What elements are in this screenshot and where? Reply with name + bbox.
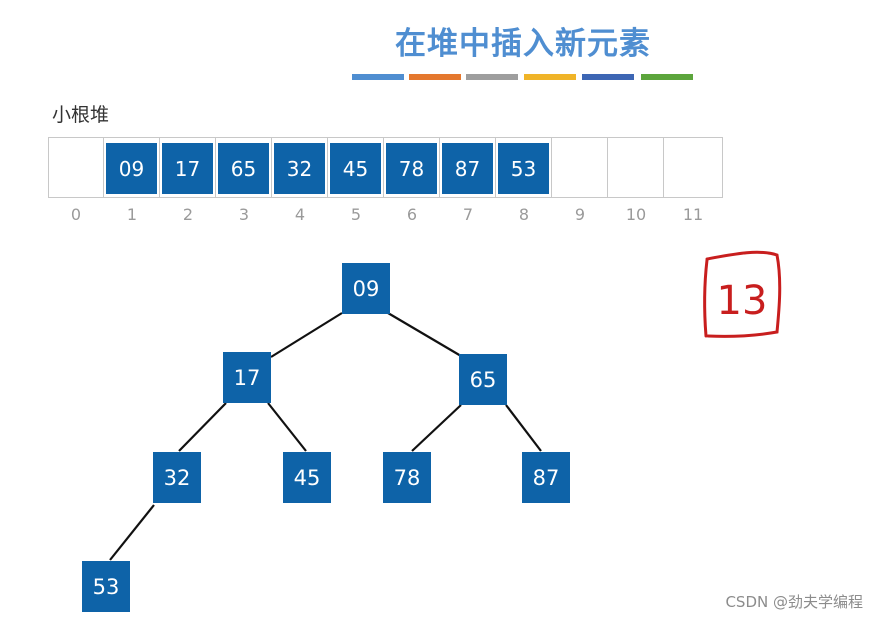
tree-edge — [270, 312, 343, 358]
array-cell-value: 78 — [386, 143, 437, 194]
tree-node: 78 — [383, 452, 431, 503]
tree-node: 09 — [342, 263, 390, 314]
array-index: 8 — [518, 205, 530, 224]
tree-edge — [505, 404, 542, 452]
array-cell: 32 — [272, 137, 328, 198]
stripe-green — [641, 74, 693, 80]
tree-node: 17 — [223, 352, 271, 403]
array-index: 1 — [126, 205, 138, 224]
tree-edge — [387, 312, 462, 357]
tree-node: 53 — [82, 561, 130, 612]
array-index: 9 — [574, 205, 586, 224]
tree-node: 32 — [153, 452, 201, 503]
array-cell-value: 87 — [442, 143, 493, 194]
heap-array: 09 17 65 32 45 78 87 53 — [48, 137, 723, 198]
array-cell: 65 — [216, 137, 272, 198]
tree-node: 87 — [522, 452, 570, 503]
stripe-blue — [352, 74, 404, 80]
array-index: 6 — [406, 205, 418, 224]
array-cell: 17 — [160, 137, 216, 198]
heap-subtitle: 小根堆 — [52, 104, 110, 126]
annotation-stroke — [705, 250, 782, 338]
handwritten-annotation: 13 — [703, 250, 782, 338]
page-title: 在堆中插入新元素 — [395, 26, 651, 62]
annotation-number: 13 — [717, 278, 768, 324]
stripe-orange — [409, 74, 461, 80]
tree-node: 45 — [283, 452, 331, 503]
array-cell-value: 45 — [330, 143, 381, 194]
array-cell — [48, 137, 104, 198]
array-cell-value: 65 — [218, 143, 269, 194]
array-cell — [552, 137, 608, 198]
tree-edge — [411, 404, 462, 452]
stripe-gray — [466, 74, 518, 80]
stripe-dark-blue — [582, 74, 634, 80]
array-cell: 09 — [104, 137, 160, 198]
array-cell — [608, 137, 664, 198]
array-cell-value: 17 — [162, 143, 213, 194]
array-index: 5 — [350, 205, 362, 224]
array-index: 7 — [462, 205, 474, 224]
watermark: CSDN @劲夫学编程 — [725, 593, 863, 611]
array-cell: 45 — [328, 137, 384, 198]
tree-node: 65 — [459, 354, 507, 405]
array-cell: 53 — [496, 137, 552, 198]
tree-edge — [178, 402, 227, 452]
array-cell-value: 32 — [274, 143, 325, 194]
stripe-yellow — [524, 74, 576, 80]
array-cell — [664, 137, 723, 198]
array-index: 11 — [682, 205, 704, 224]
array-index: 10 — [625, 205, 647, 224]
array-cell: 78 — [384, 137, 440, 198]
array-index: 3 — [238, 205, 250, 224]
array-index: 0 — [70, 205, 82, 224]
array-cell-value: 53 — [498, 143, 549, 194]
annotation-stroke — [703, 258, 709, 338]
array-cell: 87 — [440, 137, 496, 198]
tree-edge — [267, 402, 307, 452]
tree-edge — [109, 504, 155, 561]
array-cell-value: 09 — [106, 143, 157, 194]
array-index: 2 — [182, 205, 194, 224]
array-index: 4 — [294, 205, 306, 224]
